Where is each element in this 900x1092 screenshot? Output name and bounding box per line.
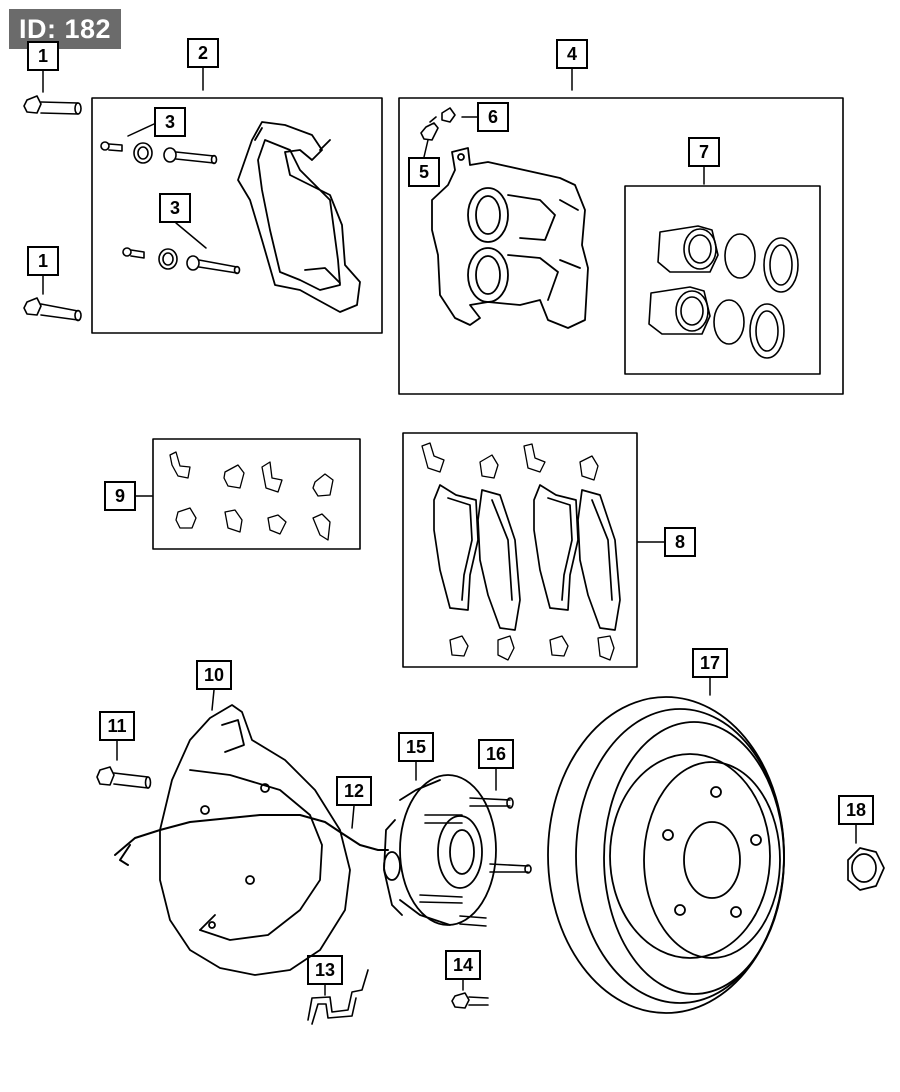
callout-10[interactable]: 10 [196,660,232,690]
callout-14[interactable]: 14 [445,950,481,980]
guide-pin-kit-lower[interactable] [122,247,241,275]
brake-rotor[interactable] [547,696,785,1014]
brake-pads[interactable] [433,484,621,631]
callout-6[interactable]: 6 [477,102,509,132]
callout-18[interactable]: 18 [838,795,874,825]
pad-clips-large[interactable] [421,442,615,661]
wheel-studs[interactable] [419,797,532,927]
callout-17[interactable]: 17 [692,648,728,678]
callout-12[interactable]: 12 [336,776,372,806]
hub-bolt[interactable] [451,992,489,1009]
caliper-assembly-box [398,97,844,395]
callout-5[interactable]: 5 [408,157,440,187]
callout-11[interactable]: 11 [99,711,135,741]
caliper-body[interactable] [431,147,589,329]
bleeder-cap[interactable] [441,107,456,123]
hub-bearing[interactable] [383,774,497,926]
callout-3-upper[interactable]: 3 [154,107,186,137]
callout-3-lower[interactable]: 3 [159,193,191,223]
caliper-bolt-upper[interactable] [23,95,82,115]
piston-seal-kit-box [624,185,821,375]
piston-seal-kit[interactable] [648,225,799,359]
callout-9[interactable]: 9 [104,481,136,511]
callout-16[interactable]: 16 [478,739,514,769]
guide-pin-kit-upper[interactable] [100,141,218,165]
callout-1-lower[interactable]: 1 [27,246,59,276]
bleeder-screw[interactable] [420,116,439,141]
brake-pad-kit-box [402,432,638,668]
callout-2[interactable]: 2 [187,38,219,68]
caliper-bolt-lower[interactable] [23,297,82,322]
callout-1-upper[interactable]: 1 [27,41,59,71]
lug-nut[interactable] [847,847,885,891]
callout-7[interactable]: 7 [688,137,720,167]
caliper-bracket-kit-box [91,97,383,334]
callout-13[interactable]: 13 [307,955,343,985]
splash-shield-bolt[interactable] [96,766,152,789]
wheel-speed-sensor-wire[interactable] [114,814,389,866]
splash-shield[interactable] [159,704,351,976]
callout-8[interactable]: 8 [664,527,696,557]
pad-clips-small[interactable] [169,451,334,541]
pad-clip-kit-box [152,438,361,550]
sensor-wire-clip[interactable] [307,969,369,1025]
leader-lines [42,67,857,996]
callout-4[interactable]: 4 [556,39,588,69]
callout-15[interactable]: 15 [398,732,434,762]
caliper-bracket[interactable] [237,121,361,313]
